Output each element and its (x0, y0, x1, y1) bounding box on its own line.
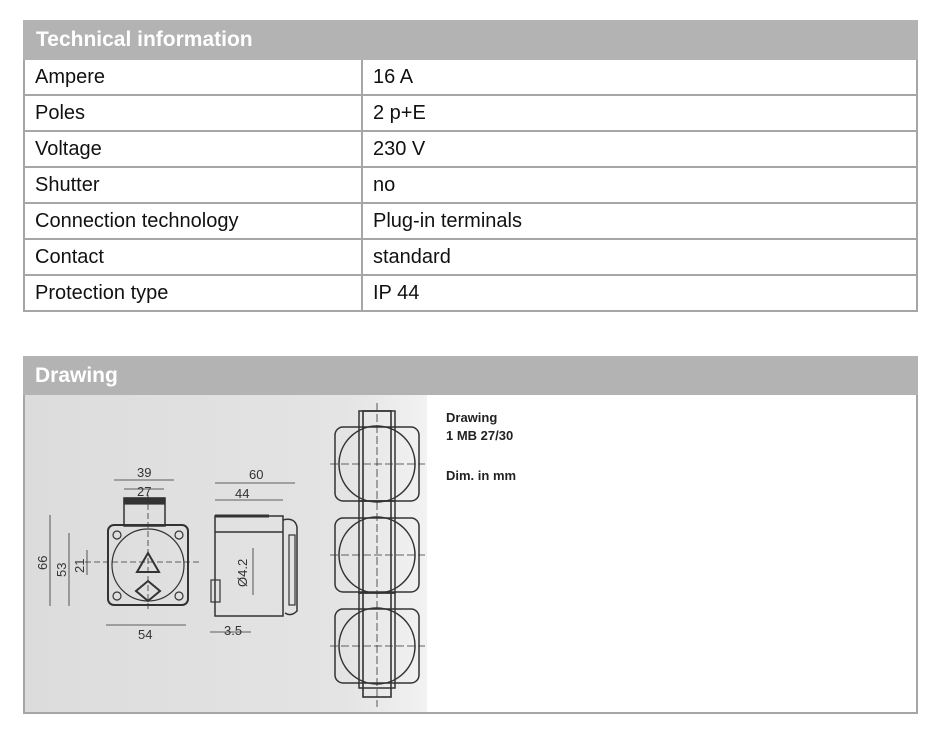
row-label: Contact (23, 238, 363, 276)
dim-label: 3.5 (224, 623, 242, 638)
front-view-drawing (49, 479, 200, 626)
row-label: Shutter (23, 166, 363, 204)
row-label: Connection technology (23, 202, 363, 240)
dim-label: Ø4.2 (235, 559, 250, 587)
dim-label: 53 (54, 563, 69, 577)
row-label: Poles (23, 94, 363, 132)
caption-drawing-number: 1 MB 27/30 (446, 428, 514, 443)
technical-drawing: 39 27 54 66 53 21 60 44 Ø4.2 3.5 (25, 395, 427, 712)
dim-label: 54 (138, 627, 152, 642)
dim-label: 39 (137, 465, 151, 480)
row-value: 16 A (361, 58, 918, 96)
dim-label: 44 (235, 486, 249, 501)
row-value: IP 44 (361, 274, 918, 312)
row-value: 2 p+E (361, 94, 918, 132)
row-value: Plug-in terminals (361, 202, 918, 240)
side-view-drawing (210, 482, 298, 633)
section-title: Drawing (23, 356, 918, 395)
drawing-caption: Drawing 1 MB 27/30 Dim. in mm (446, 409, 516, 485)
caption-units: Dim. in mm (446, 468, 517, 483)
row-label: Protection type (23, 274, 363, 312)
dim-label: 60 (249, 467, 263, 482)
dim-label: 21 (72, 559, 87, 573)
caption-title: Drawing (446, 410, 498, 425)
dim-label: 27 (137, 484, 151, 499)
row-value: standard (361, 238, 918, 276)
row-value: 230 V (361, 130, 918, 168)
triple-socket-view (330, 403, 425, 707)
row-label: Voltage (23, 130, 363, 168)
drawing-section: Drawing (23, 356, 918, 714)
dim-label: 66 (35, 556, 50, 570)
section-title: Technical information (23, 20, 918, 60)
row-value: no (361, 166, 918, 204)
row-label: Ampere (23, 58, 363, 96)
